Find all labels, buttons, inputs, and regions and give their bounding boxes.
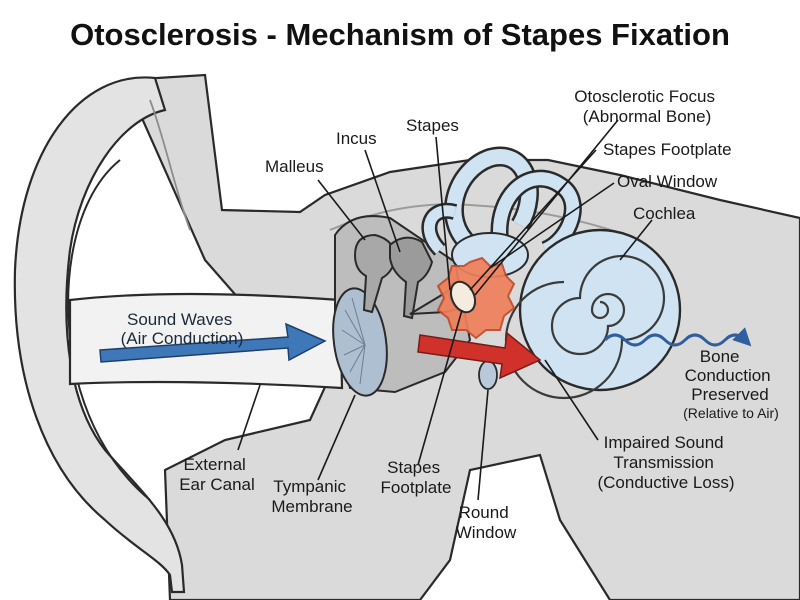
label-bone-conduction-note: (Relative to Air) [683, 405, 779, 421]
label-external-ear-canal: External Ear Canal [179, 455, 255, 494]
cochlea [518, 228, 682, 392]
round-window-shape [478, 360, 498, 390]
cochlea-spiral [504, 254, 666, 400]
bone-conduction-wave [603, 327, 752, 347]
external-ear-canal [68, 292, 344, 390]
incus [389, 236, 434, 320]
label-stapes: Stapes [406, 116, 459, 135]
label-otosclerotic-focus: Otosclerotic Focus (Abnormal Bone) [574, 87, 720, 126]
label-cochlea: Cochlea [633, 204, 696, 223]
sound-waves-arrow [99, 322, 327, 363]
tympanic-membrane-striations [341, 297, 366, 385]
semicircular-canals [421, 146, 582, 259]
label-stapes-footplate-bottom: Stapes Footplate [381, 458, 452, 497]
label-bone-conduction: Bone Conduction Preserved [685, 347, 776, 404]
page-title: Otosclerosis - Mechanism of Stapes Fixat… [70, 17, 730, 52]
label-impaired-transmission: Impaired Sound Transmission (Conductive … [597, 433, 734, 492]
impaired-sound-arrow [417, 331, 542, 380]
label-oval-window: Oval Window [617, 172, 718, 191]
label-stapes-footplate-top: Stapes Footplate [603, 140, 732, 159]
label-round-window: Round Window [456, 503, 517, 542]
label-tympanic-membrane: Tympanic Membrane [271, 477, 352, 516]
label-incus: Incus [336, 129, 377, 148]
leader-lines [237, 119, 653, 501]
label-malleus: Malleus [265, 157, 324, 176]
auricle [13, 76, 186, 594]
bone-contour [329, 203, 641, 241]
label-sound-waves: Sound Waves (Air Conduction) [121, 310, 244, 348]
auricle-cartilage-line [149, 99, 191, 231]
otosclerotic-focus [436, 256, 516, 340]
stapes-footplate-on-focus [449, 280, 477, 314]
